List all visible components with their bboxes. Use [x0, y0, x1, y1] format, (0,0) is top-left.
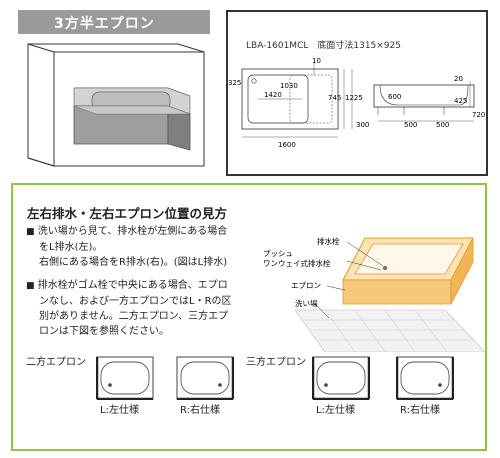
spec-title: LBA-1601MCL 底面寸法1315×925 [246, 41, 401, 51]
three-apron-left-caption: L:左仕様 [316, 405, 355, 416]
dim-500-left: 500 [404, 121, 417, 129]
two-apron-right-tub [176, 356, 234, 400]
bullet-1: ■ 洗い場から見て、排水栓が左側にある場合 をL排水(左)。 右側にある場合をR… [26, 224, 254, 270]
dim-1030: 1030 [280, 82, 298, 90]
three-apron-right-caption: R:右仕様 [400, 405, 441, 416]
dim-1225: 1225 [345, 94, 363, 102]
drain-position-diagram: 排水栓 プッシュ ワンウェイ式排水栓 エプロン 洗い場 [263, 236, 485, 352]
dimension-drawing: 10 325 1030 1420 745 1225 1600 20 600 42… [228, 57, 485, 149]
two-apron-right-caption: R:右仕様 [180, 405, 221, 416]
dim-325: 325 [228, 79, 241, 87]
bullet-mark: ■ [26, 281, 35, 291]
dim-745: 745 [328, 94, 341, 102]
diagram-label-oneway: ワンウェイ式排水栓 [263, 258, 331, 268]
three-apron-left-tub [312, 356, 370, 400]
bullet-2-line-4: ロンは下図を参照ください。 [39, 326, 169, 337]
diagram-label-apron: エプロン [291, 281, 321, 290]
three-apron-label: 三方エプロン [246, 357, 306, 368]
two-apron-left-caption: L:左仕様 [100, 405, 139, 416]
two-apron-left-tub [96, 356, 154, 400]
bathtub-isometric-illustration [27, 43, 205, 167]
dim-20: 20 [454, 75, 463, 83]
bullet-2: ■ 排水栓がゴム栓で中央にある場合、エプロ ンなし、および一方エプロンではL・R… [26, 278, 254, 339]
bullet-2-line-3: 別がありません。二方エプロン、三方エプ [39, 311, 229, 322]
bullet-2-line-2: ンなし、および一方エプロンではL・Rの区 [39, 296, 232, 307]
spec-box [226, 10, 488, 176]
diagram-label-push: プッシュ [263, 249, 293, 258]
dim-720: 720 [472, 111, 485, 119]
bullet-1-line-1: 洗い場から見て、排水栓が左側にある場合 [37, 226, 228, 237]
dim-600: 600 [388, 93, 401, 101]
bullet-mark: ■ [26, 227, 35, 237]
title-band: 3方半エプロン [18, 10, 210, 34]
dim-1600: 1600 [278, 141, 296, 149]
page-title: 3方半エプロン [54, 16, 155, 32]
diagram-label-drain: 排水栓 [317, 236, 340, 246]
three-apron-right-tub [396, 356, 454, 400]
bullet-1-line-2: をL排水(左)。 [39, 242, 103, 253]
diagram-label-washroom: 洗い場 [295, 298, 318, 308]
dim-10: 10 [312, 57, 321, 65]
guide-title: 左右排水・左右エプロン位置の見方 [27, 206, 228, 221]
dim-425: 425 [454, 97, 467, 105]
bullet-2-line-1: 排水栓がゴム栓で中央にある場合、エプロ [37, 280, 228, 291]
dim-500-right: 500 [436, 121, 449, 129]
two-apron-label: 二方エプロン [26, 357, 86, 368]
dim-300: 300 [356, 121, 369, 129]
bullet-1-line-3: 右側にある場合をR排水(右)。(図はL排水) [39, 257, 228, 268]
dim-1420: 1420 [264, 91, 282, 99]
